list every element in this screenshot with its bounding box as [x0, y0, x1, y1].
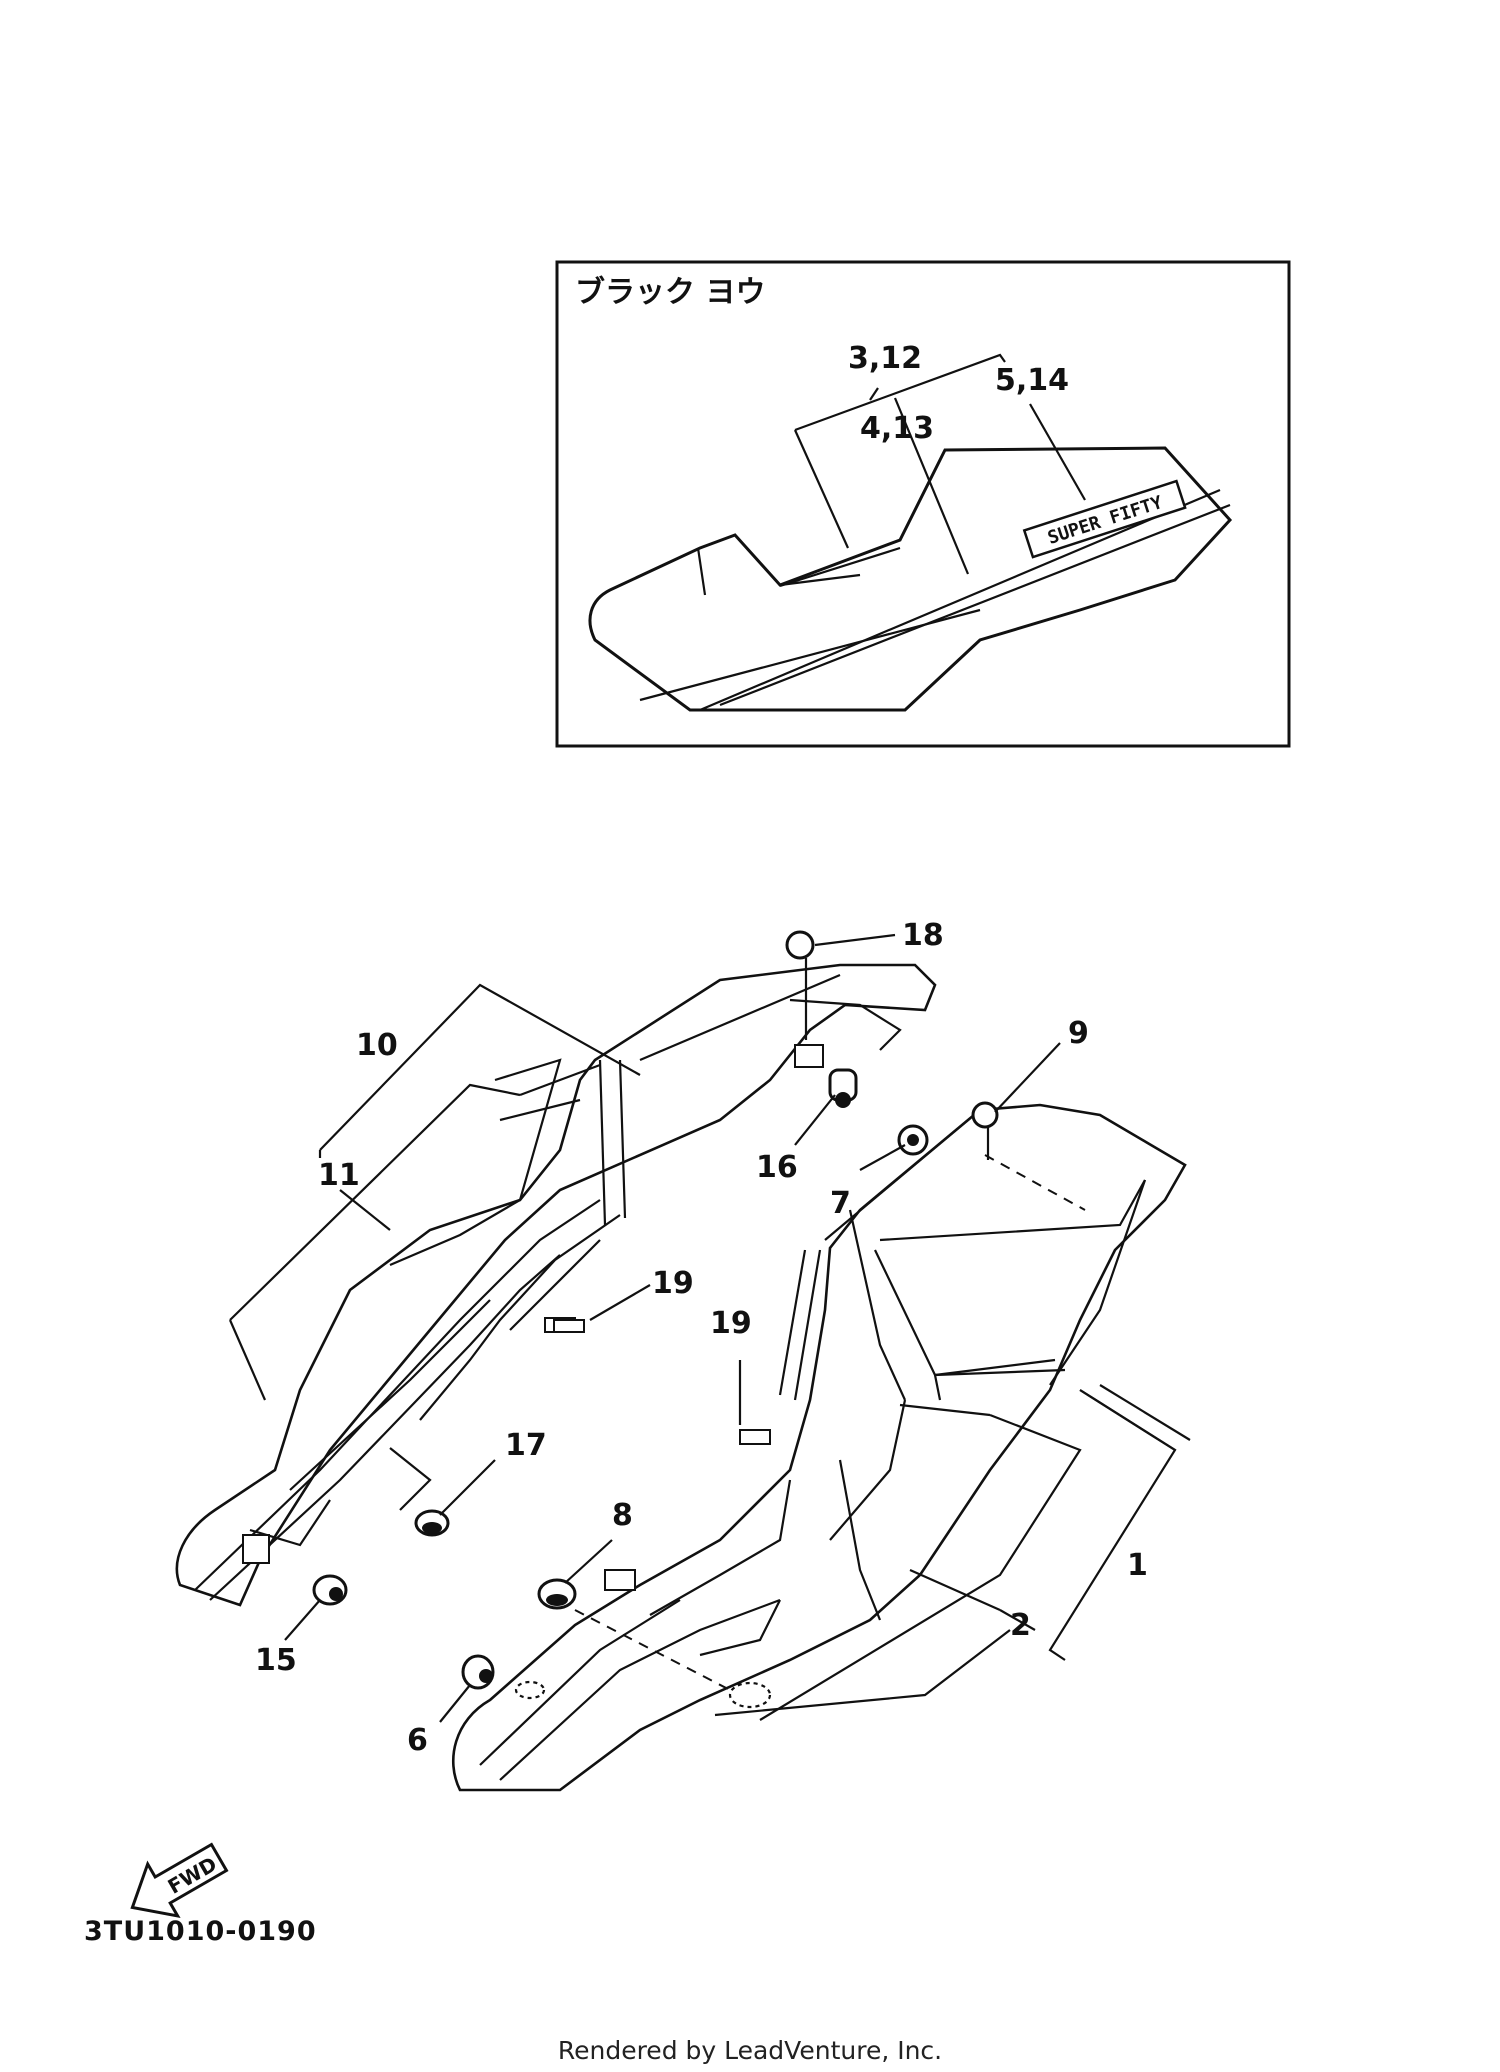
callout-7: 7	[830, 1186, 851, 1221]
right-side-cover	[452, 1103, 1187, 1792]
inset-callout-5-14: 5,14	[995, 363, 1069, 398]
callout-19-right: 19	[710, 1306, 752, 1341]
grommet-17-icon	[414, 1509, 450, 1537]
grommet-7-icon	[897, 1124, 929, 1156]
decal-badge: SUPER FIFTY	[1022, 479, 1187, 559]
callout-15: 15	[255, 1643, 297, 1678]
inset-title: ブラック ヨウ	[575, 275, 765, 310]
callout-2: 2	[1010, 1608, 1031, 1643]
inset-detail: ブラック ヨウ SUPER FIFTY 3,12 4,13 5,14	[555, 260, 1291, 748]
inset-callout-4-13: 4,13	[860, 411, 934, 446]
callout-numbers: 18 9 10 11 16 7 19 19 17 8 1 2 15 6	[255, 918, 1148, 1758]
callout-11: 11	[318, 1158, 360, 1193]
callout-1: 1	[1127, 1548, 1148, 1583]
grommet-16-icon	[828, 1068, 858, 1108]
diagram-code: 3TU1010-0190	[84, 1916, 317, 1947]
footer-credit: Rendered by LeadVenture, Inc.	[557, 2036, 943, 2065]
grommet-8-icon	[537, 1578, 577, 1610]
grommet-15-icon	[312, 1574, 348, 1606]
callout-16: 16	[756, 1150, 798, 1185]
grommet-6-icon	[461, 1654, 495, 1690]
leader-lines	[228, 933, 1191, 1723]
screw-9-icon	[971, 1101, 999, 1160]
inset-frame	[555, 260, 1291, 748]
callout-18: 18	[902, 918, 944, 953]
hardware	[312, 930, 999, 1690]
callout-10: 10	[356, 1028, 398, 1063]
screw-18-icon	[785, 930, 815, 1040]
inset-side-cover	[588, 446, 1233, 712]
callout-8: 8	[612, 1498, 633, 1533]
inset-callout-3-12: 3,12	[848, 341, 922, 376]
callout-17: 17	[505, 1428, 547, 1463]
callout-6: 6	[407, 1723, 428, 1758]
callout-9: 9	[1068, 1016, 1089, 1051]
callout-19-left: 19	[652, 1266, 694, 1301]
